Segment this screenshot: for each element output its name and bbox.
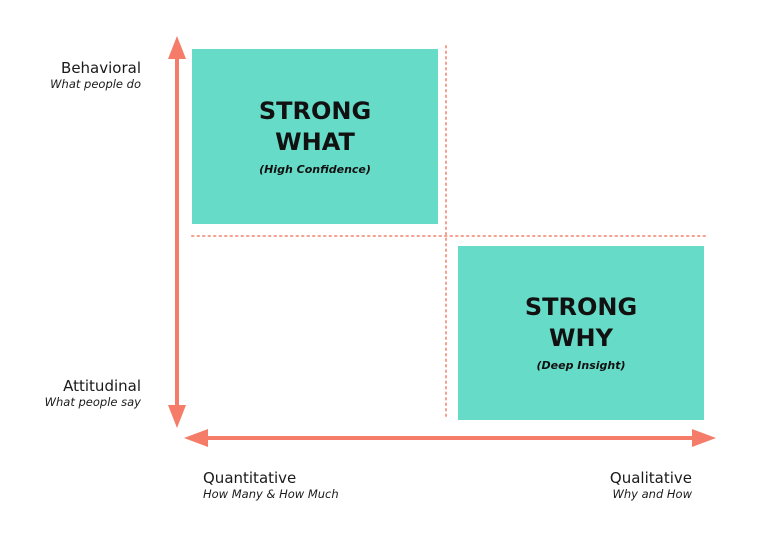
quadrant-subtitle: (High Confidence) — [259, 162, 371, 176]
y-axis-bottom-label-group: Attitudinal What people say — [45, 377, 141, 410]
x-axis-right-sublabel: Why and How — [612, 487, 692, 501]
quadrant-title-line2: WHY — [549, 324, 613, 352]
x-axis-left-label-group: Quantitative How Many & How Much — [203, 469, 339, 502]
quadrant-title-line1: STRONG — [524, 293, 638, 321]
quadrant-title-line1: STRONG — [258, 96, 372, 125]
x-axis-right-label: Qualitative — [609, 469, 692, 487]
quadrant-subtitle: (Deep Insight) — [536, 359, 626, 372]
y-axis-bottom-sublabel: What people say — [44, 395, 141, 409]
y-axis-top-sublabel: What people do — [50, 77, 141, 91]
x-axis-left-sublabel: How Many & How Much — [203, 487, 339, 501]
x-axis-left-label: Quantitative — [203, 469, 297, 487]
quadrant-strong-what: STRONG WHAT (High Confidence) — [192, 49, 438, 224]
horizontal-axis-arrow — [184, 429, 716, 447]
y-axis-bottom-label: Attitudinal — [63, 377, 141, 395]
x-axis-right-label-group: Qualitative Why and How — [610, 469, 692, 502]
quadrant-title-line2: WHAT — [275, 127, 355, 156]
vertical-axis-arrow — [168, 36, 186, 428]
y-axis-top-label: Behavioral — [61, 59, 141, 77]
y-axis-top-label-group: Behavioral What people do — [50, 59, 141, 92]
quadrant-strong-why: STRONG WHY (Deep Insight) — [458, 246, 704, 420]
